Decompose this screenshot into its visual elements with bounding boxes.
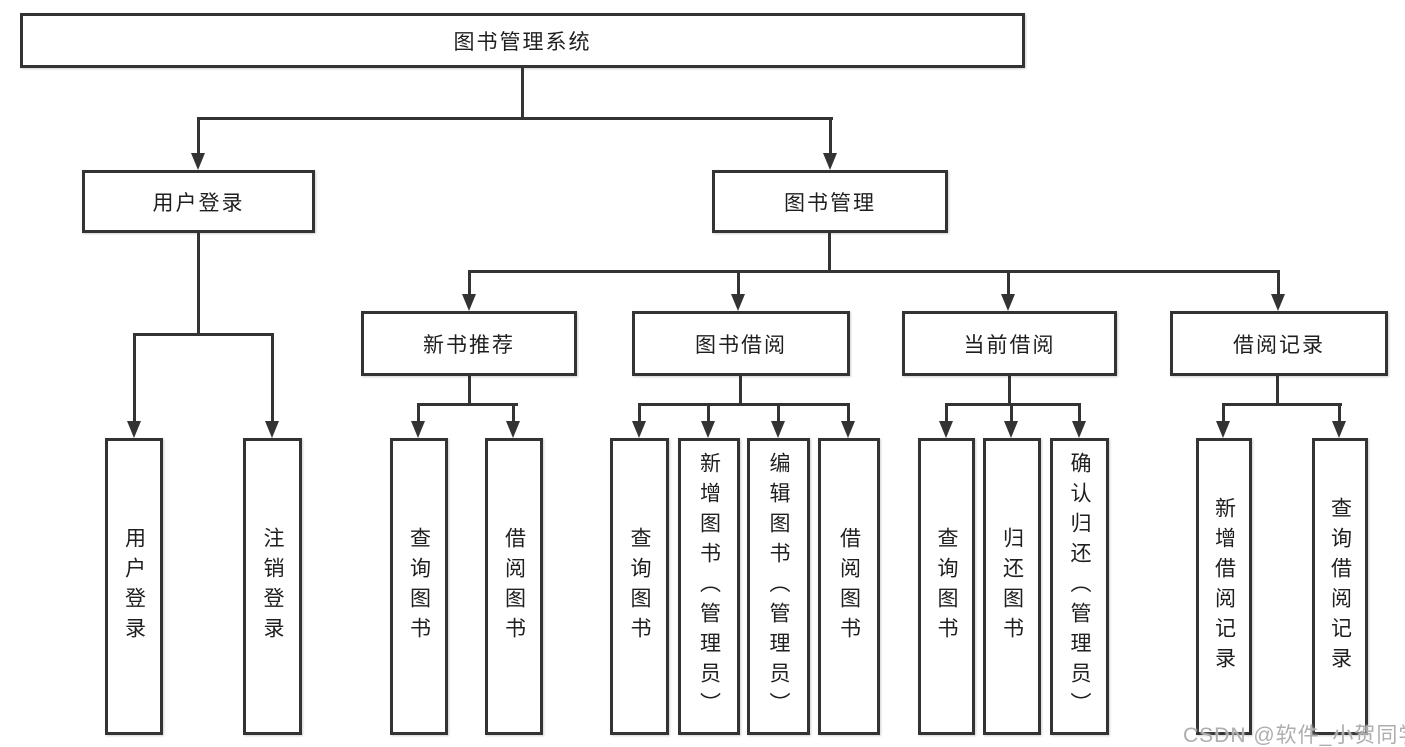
connector-line — [197, 233, 200, 335]
arrow-down-icon — [191, 153, 205, 170]
arrow-down-icon — [731, 294, 745, 311]
connector-line — [1222, 403, 1342, 406]
connector-line — [521, 68, 524, 118]
arrow-down-icon — [1072, 421, 1086, 438]
node-book-borrow: 图书借阅 — [632, 311, 850, 376]
connector-line — [1276, 376, 1279, 406]
node-book-management-label: 图书管理 — [784, 191, 876, 215]
connector-line — [1078, 403, 1081, 421]
leaf-query-book-recommend-label: 查询图书 — [407, 526, 431, 647]
node-user-login: 用户登录 — [82, 170, 315, 233]
node-user-login-label: 用户登录 — [152, 191, 245, 215]
connector-line — [777, 403, 780, 421]
arrow-down-icon — [1001, 294, 1015, 311]
leaf-return-book: 归还图书 — [983, 438, 1041, 735]
connector-line — [133, 333, 274, 336]
connector-line — [417, 403, 518, 406]
arrow-down-icon — [1271, 294, 1285, 311]
leaf-borrow-book-recommend-label: 借阅图书 — [502, 526, 526, 647]
arrow-down-icon — [1332, 421, 1346, 438]
leaf-logout: 注销登录 — [243, 438, 302, 735]
node-borrow-records: 借阅记录 — [1170, 311, 1388, 376]
node-new-book-recommend: 新书推荐 — [361, 311, 577, 376]
leaf-query-book-current-label: 查询图书 — [935, 526, 958, 647]
arrow-down-icon — [939, 421, 953, 438]
leaf-query-book-recommend: 查询图书 — [390, 438, 448, 735]
leaf-query-borrow-record-label: 查询借阅记录 — [1328, 496, 1352, 677]
leaf-borrow-book-label: 借阅图书 — [837, 526, 861, 647]
connector-line — [197, 117, 833, 120]
connector-line — [828, 233, 831, 273]
leaf-user-login: 用户登录 — [105, 438, 163, 735]
leaf-query-book-current: 查询图书 — [918, 438, 975, 735]
connector-line — [1010, 403, 1013, 421]
arrow-down-icon — [841, 421, 855, 438]
leaf-confirm-return-admin-label: 确认归还（管理员） — [1068, 451, 1091, 722]
arrow-down-icon — [462, 294, 476, 311]
connector-line — [829, 117, 832, 154]
connector-line — [1277, 270, 1280, 295]
connector-line — [417, 403, 420, 421]
connector-line — [638, 403, 641, 421]
arrow-down-icon — [1216, 421, 1230, 438]
node-root-label: 图书管理系统 — [453, 30, 592, 54]
connector-line — [847, 403, 850, 421]
connector-line — [468, 376, 471, 406]
connector-line — [707, 403, 710, 421]
leaf-query-book-borrow: 查询图书 — [610, 438, 669, 735]
connector-line — [1338, 403, 1341, 421]
leaf-borrow-book: 借阅图书 — [818, 438, 880, 735]
connector-line — [1008, 376, 1011, 406]
node-book-management: 图书管理 — [712, 170, 948, 233]
connector-line — [512, 403, 515, 421]
connector-line — [197, 117, 200, 154]
leaf-query-book-borrow-label: 查询图书 — [628, 526, 651, 647]
connector-line — [638, 403, 850, 406]
leaf-add-book-admin-label: 新增图书（管理员） — [697, 451, 721, 722]
connector-line — [1222, 403, 1225, 421]
arrow-down-icon — [411, 421, 425, 438]
leaf-add-book-admin: 新增图书（管理员） — [678, 438, 740, 735]
connector-line — [133, 333, 136, 421]
arrow-down-icon — [632, 421, 646, 438]
arrow-down-icon — [1004, 421, 1018, 438]
arrow-down-icon — [701, 421, 715, 438]
connector-line — [739, 376, 742, 406]
node-borrow-records-label: 借阅记录 — [1233, 333, 1325, 357]
connector-line — [737, 270, 740, 295]
arrow-down-icon — [823, 153, 837, 170]
leaf-logout-label: 注销登录 — [261, 526, 284, 647]
connector-line — [945, 403, 1081, 406]
arrow-down-icon — [506, 421, 520, 438]
leaf-edit-book-admin-label: 编辑图书（管理员） — [767, 451, 790, 722]
node-new-book-recommend-label: 新书推荐 — [423, 333, 515, 357]
leaf-edit-book-admin: 编辑图书（管理员） — [747, 438, 810, 735]
node-current-borrow: 当前借阅 — [902, 311, 1117, 376]
leaf-confirm-return-admin: 确认归还（管理员） — [1050, 438, 1109, 735]
node-current-borrow-label: 当前借阅 — [963, 333, 1056, 357]
connector-line — [1007, 270, 1010, 295]
arrow-down-icon — [771, 421, 785, 438]
leaf-borrow-book-recommend: 借阅图书 — [485, 438, 543, 735]
leaf-add-borrow-record-label: 新增借阅记录 — [1212, 496, 1236, 677]
leaf-query-borrow-record: 查询借阅记录 — [1312, 438, 1368, 735]
node-root: 图书管理系统 — [20, 13, 1025, 68]
arrow-down-icon — [265, 421, 279, 438]
arrow-down-icon — [127, 421, 141, 438]
connector-line — [945, 403, 948, 421]
watermark: CSDN @软件_小贺同学 — [1183, 724, 1405, 747]
leaf-add-borrow-record: 新增借阅记录 — [1196, 438, 1252, 735]
connector-line — [468, 270, 471, 295]
node-book-borrow-label: 图书借阅 — [695, 333, 787, 357]
connector-line — [468, 270, 1280, 273]
connector-line — [271, 333, 274, 421]
leaf-return-book-label: 归还图书 — [1000, 526, 1024, 647]
leaf-user-login-label: 用户登录 — [122, 526, 146, 647]
